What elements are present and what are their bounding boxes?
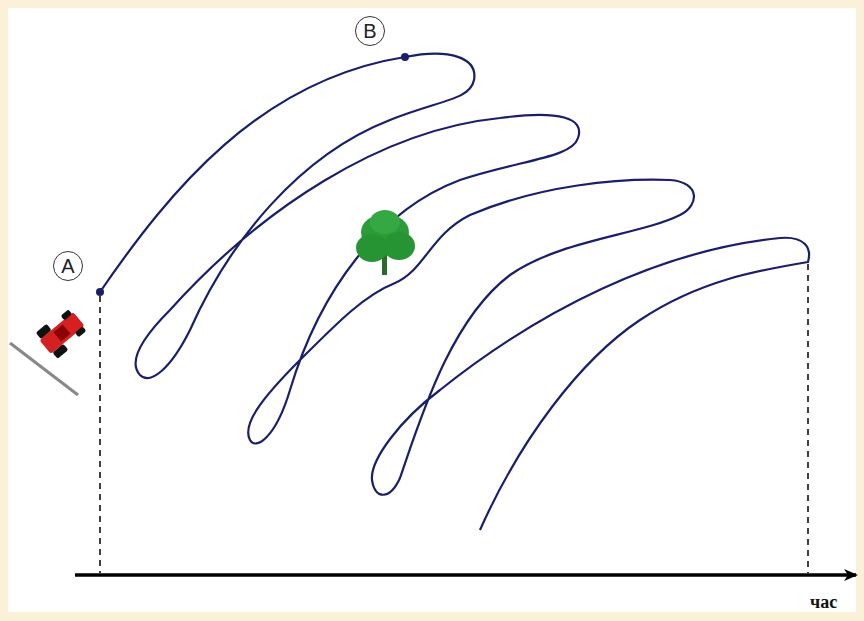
point-letter: B bbox=[363, 21, 376, 41]
dashed-projection bbox=[807, 264, 809, 573]
point-dot bbox=[401, 53, 409, 61]
tractor-path bbox=[100, 54, 809, 530]
circled-letter: A bbox=[53, 251, 83, 281]
background-panel bbox=[8, 8, 856, 612]
dashed-projection bbox=[99, 296, 101, 573]
tree-icon bbox=[356, 210, 415, 275]
tractor-icon bbox=[10, 306, 90, 395]
axis-label: час bbox=[810, 592, 837, 613]
start-dot bbox=[96, 288, 104, 296]
point-letter: A bbox=[61, 256, 74, 276]
circled-letter: B bbox=[355, 16, 385, 46]
time-axis bbox=[75, 573, 856, 577]
